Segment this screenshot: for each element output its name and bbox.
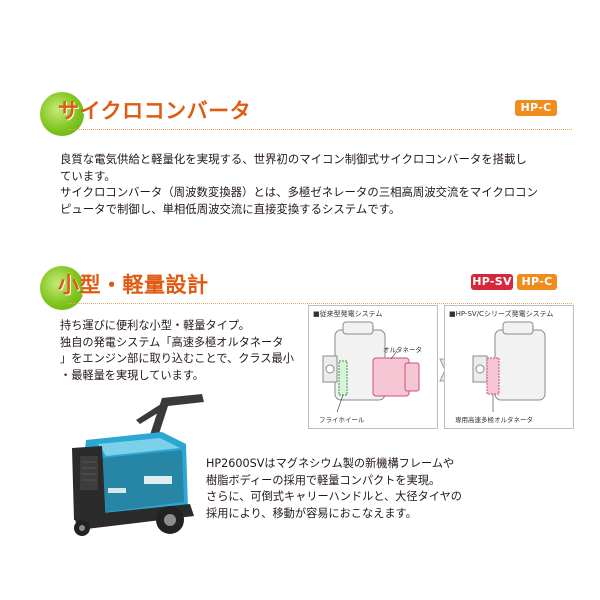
hp-engine-illustration: [472, 321, 546, 412]
section-header-cycloconverter: サイクロコンバータ HP-C: [28, 92, 572, 140]
high-speed-alternator-label: 専用高速多極オルタネータ: [455, 416, 533, 424]
generator-product-image: [72, 394, 204, 536]
diagram-title: ■HP-SV/Cシリーズ発電システム: [449, 310, 554, 318]
section1-description: 良質な電気供給と軽量化を実現する、世界初のマイコン制御式サイクロコンバータを搭載…: [60, 151, 580, 217]
text-line: ピュータで制御し、単相低周波交流に直接変換するシステムです。: [60, 201, 401, 216]
section-title: サイクロコンバータ: [58, 99, 252, 123]
diagram-hp-sv-c-system: ■HP-SV/Cシリーズ発電システム 専用高速多極オルタネータ: [444, 305, 574, 429]
text-line: さらに、可倒式キャリーハンドルと、大径タイヤの: [206, 490, 462, 503]
text-line: 」をエンジン部に取り込むことで、クラス最小: [60, 352, 294, 365]
section-header-compact-design: 小型・軽量設計 HP-SV HP-C: [28, 266, 572, 314]
text-line: 独自の発電システム「高速多極オルタネータ: [60, 335, 284, 349]
text-line: ・最軽量を実現しています。: [60, 368, 204, 382]
text-line: 樹脂ボディーの採用で軽量コンパクトを実現。: [206, 473, 441, 487]
text-line: ています。: [60, 168, 116, 183]
section-divider: [68, 303, 572, 304]
model-badge-hp-sv: HP-SV: [471, 274, 513, 290]
model-badge-hp-c: HP-C: [515, 100, 557, 116]
text-line: 持ち運びに便利な小型・軽量タイプ。: [60, 319, 250, 332]
diagram-conventional-system: ■従来型発電システム オルタネータ フライホイール: [308, 305, 438, 429]
alternator-label: オルタネータ: [383, 346, 422, 354]
model-badge-hp-c: HP-C: [517, 274, 557, 290]
flywheel-label: フライホイール: [319, 416, 365, 424]
section-divider: [68, 129, 572, 130]
text-line: 良質な電気供給と軽量化を実現する、世界初のマイコン制御式サイクロコンバータを搭載…: [60, 152, 527, 166]
section-bubble-icon: [40, 266, 84, 310]
section-title: 小型・軽量設計: [58, 273, 209, 297]
section-bubble-icon: [40, 92, 84, 136]
text-line: 採用により、移動が容易におこなえます。: [206, 506, 417, 520]
text-line: サイクロコンバータ（周波数変換器）とは、多極ゼネレータの三相高周波交流をマイクロ…: [60, 185, 538, 199]
section2-intro: 持ち運びに便利な小型・軽量タイプ。 独自の発電システム「高速多極オルタネータ 」…: [60, 318, 300, 384]
conventional-engine-illustration: [322, 321, 420, 413]
text-line: HP2600SVはマグネシウム製の新機構フレームや: [206, 457, 455, 470]
product-description: HP2600SVはマグネシウム製の新機構フレームや 樹脂ボディーの採用で軽量コン…: [206, 456, 506, 522]
diagram-title: ■従来型発電システム: [313, 310, 383, 318]
